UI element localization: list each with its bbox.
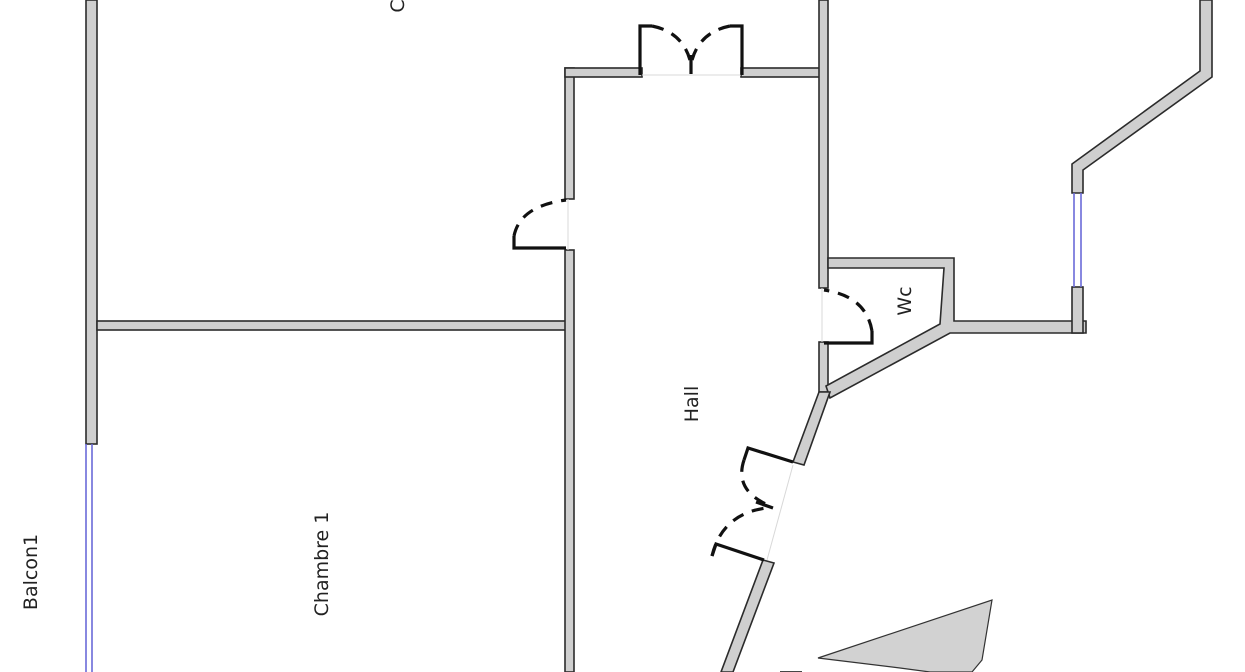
wall-hall-top-left	[564, 67, 643, 78]
label-balcon: Balcon1	[20, 534, 42, 610]
wall-hall-diagonal-lower	[720, 559, 776, 672]
label-bedroom-top: C	[387, 0, 409, 13]
label-chambre-1: Chambre 1	[311, 512, 333, 617]
door-wc	[821, 288, 874, 345]
wall-hall-diagonal-upper	[791, 391, 832, 466]
wall-hall-right-upper	[818, 0, 829, 289]
label-wc: Wc	[894, 286, 916, 315]
wall-wc	[825, 257, 1087, 400]
door-bedroom-top	[512, 198, 569, 250]
balcony-window	[85, 444, 93, 672]
wall-hall-left-upper	[564, 67, 575, 200]
wall-hall-top-right	[740, 67, 827, 78]
door-hall-top	[638, 24, 744, 76]
label-hall: Hall	[681, 386, 703, 423]
wall-bedroom-divider	[96, 320, 570, 331]
right-window	[1073, 193, 1082, 287]
wall-right-lower	[1071, 286, 1084, 334]
wall-hall-left-lower	[564, 249, 575, 672]
wall-left-outer	[85, 0, 98, 445]
door-hall-entrance	[710, 446, 794, 562]
wall-right-outer	[1071, 0, 1213, 194]
entry-arrow	[817, 599, 993, 672]
wall-hall-right-mid	[818, 341, 829, 393]
